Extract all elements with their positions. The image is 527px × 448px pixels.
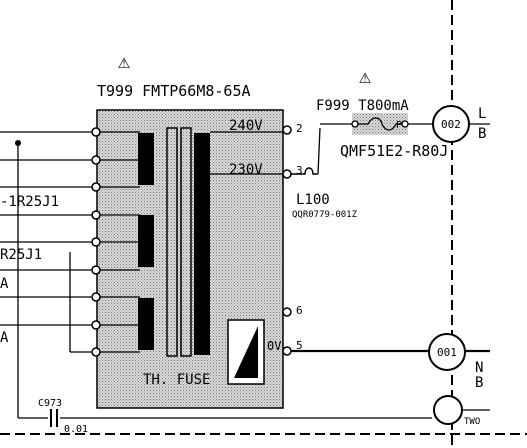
left-pin [91,182,101,192]
pin-5 [282,346,292,356]
right-label-b1: B [478,126,486,142]
inductor-part-number: QQR0779-001Z [292,210,358,220]
right-label-b2: B [475,375,483,391]
left-pin [91,347,101,357]
fuse-pin-left [351,120,359,128]
tap-230v-label: 230V [229,162,263,178]
capacitor-label: C973 [38,398,62,409]
left-pin [91,237,101,247]
connector-002 [432,105,470,143]
left-pin [91,292,101,302]
tap-0v-label: 0V [267,339,281,353]
thermal-fuse-symbol [234,326,258,378]
left-label-a1: A [0,276,9,292]
fuse-element [358,117,402,131]
left-pin [91,265,101,275]
primary-winding-2 [138,215,154,267]
warning-icon: ⚠ [118,49,130,73]
left-label-a2: A [0,330,9,346]
transformer-title: T999 FMTP66M8-65A [97,82,251,100]
thermal-fuse-label: TH. FUSE [143,372,210,388]
core-bar-left [166,127,178,357]
left-label-lower: R25J1 [0,247,42,263]
fuse-pin-p: P [396,120,402,131]
pin-2-number: 2 [296,122,303,135]
pin-3-number: 3 [296,164,303,177]
left-label-upper: -1R25J1 [0,194,59,210]
left-wiring [0,131,432,419]
pin-3 [282,169,292,179]
connector-001-label: 001 [437,346,457,359]
primary-winding-1 [138,133,154,185]
pin-6-number: 6 [296,304,303,317]
left-pin [91,155,101,165]
left-pin [91,127,101,137]
connector-bottom-label: TWO [464,417,480,427]
connector-002-label: 002 [441,118,461,131]
tap-240v-label: 240V [229,118,263,134]
fuse-label: F999 T800mA [316,98,409,114]
inductor-lead [317,127,321,175]
primary-winding-3 [138,298,154,350]
capacitor-value: 0.01 [64,424,88,435]
left-leads [100,131,140,353]
left-pin [91,320,101,330]
inductor-label: L100 [296,192,330,208]
fuse-body [352,113,408,135]
connector-001 [428,333,466,371]
fuse-pin-right [401,120,409,128]
left-pins [91,127,101,357]
pin-2 [282,125,292,135]
secondary-winding [194,133,210,355]
pin-5-number: 5 [296,339,303,352]
inductor-coil [291,167,318,175]
left-pin [91,210,101,220]
fuse-part-number: QMF51E2-R80J [340,142,448,160]
right-label-n: N [475,360,483,376]
core-bar-right [180,127,192,357]
warning-icon: ⚠ [359,64,371,88]
junction-dot [15,140,21,146]
right-label-l: L [478,106,486,122]
connector-bottom [433,395,463,425]
pin-6 [282,307,292,317]
